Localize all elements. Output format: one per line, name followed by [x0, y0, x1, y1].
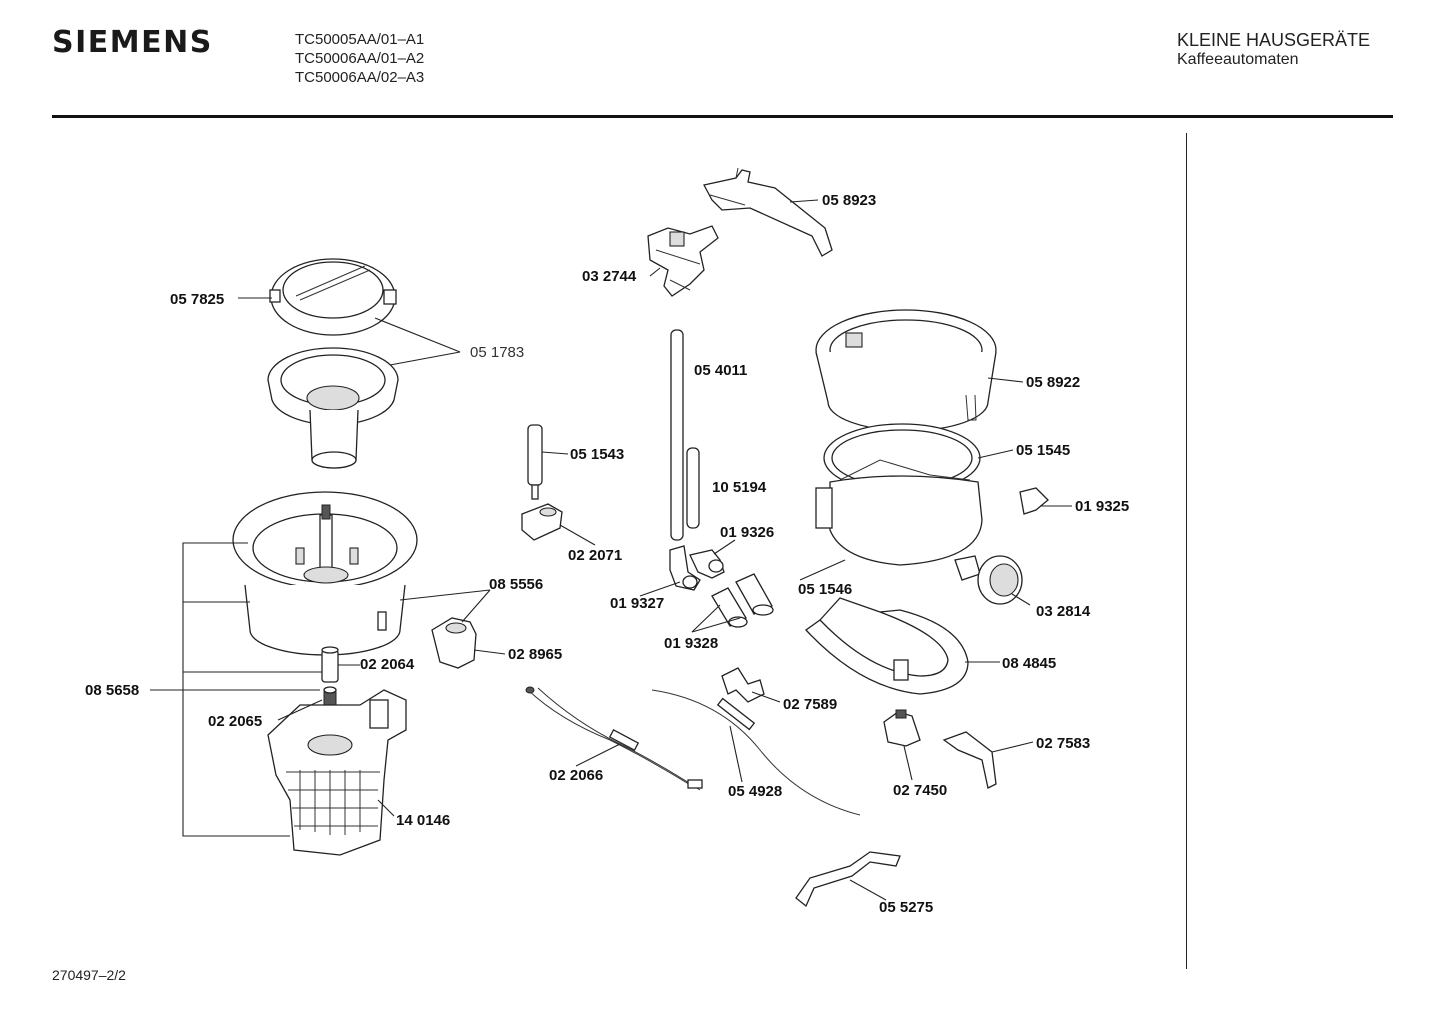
part-labels: 05 8923 03 2744 05 7825 05 1783 05 4011 … — [85, 192, 1129, 916]
part-drawing-027583 — [942, 731, 997, 789]
part-drawing-032814 — [977, 555, 1023, 605]
part-drawing-028965 — [431, 617, 477, 669]
part-label: 02 2065 — [208, 713, 262, 730]
part-drawing-058922 — [815, 309, 997, 432]
part-drawing-055275 — [795, 851, 901, 908]
part-label: 02 2064 — [360, 656, 415, 673]
part-drawing-022064 — [321, 646, 339, 683]
part-drawing-054011 — [670, 329, 684, 541]
part-label: 05 5275 — [879, 899, 933, 916]
part-label: 08 5658 — [85, 682, 139, 699]
part-drawing-051543 — [527, 424, 543, 500]
part-label: 02 7450 — [893, 782, 947, 799]
side-divider — [1186, 133, 1187, 969]
part-label: 05 8923 — [822, 192, 876, 209]
part-label: 05 1783 — [470, 344, 524, 361]
part-label: 05 1546 — [798, 581, 852, 598]
part-drawing-105194 — [686, 447, 700, 529]
model-number: TC50006AA/02–A3 — [295, 69, 425, 86]
part-label: 05 1543 — [570, 446, 624, 463]
part-drawing-051783 — [267, 347, 399, 469]
part-drawing-basin — [232, 491, 418, 656]
part-label: 05 4011 — [694, 362, 747, 379]
part-label: 01 9325 — [1075, 498, 1129, 515]
part-drawing-019327 — [669, 545, 701, 591]
model-list: TC50005AA/01–A1 TC50006AA/01–A2 TC50006A… — [295, 30, 424, 87]
model-number: TC50006AA/01–A2 — [295, 50, 425, 67]
part-label: 05 8922 — [1026, 374, 1080, 391]
brand-logo: SIEMENS — [52, 25, 213, 60]
part-label: 05 4928 — [728, 783, 782, 800]
part-label: 02 7583 — [1036, 735, 1090, 752]
category-title: KLEINE HAUSGERÄTE — [1177, 30, 1371, 50]
part-label: 08 5556 — [489, 576, 543, 593]
part-label: 14 0146 — [396, 812, 450, 829]
part-drawing-051546 — [815, 459, 983, 581]
document-reference: 270497–2/2 — [52, 967, 126, 983]
part-label: 05 7825 — [170, 291, 224, 308]
part-label: 02 8965 — [508, 646, 562, 663]
part-label: 10 5194 — [712, 479, 767, 496]
model-number: TC50005AA/01–A1 — [295, 31, 425, 48]
part-drawing-019326 — [689, 549, 725, 579]
part-drawing-019325 — [1019, 487, 1049, 515]
part-label: 05 1545 — [1016, 442, 1070, 459]
part-drawing-027450 — [883, 709, 921, 747]
part-drawing-022065 — [323, 686, 337, 707]
part-label: 01 9326 — [720, 524, 774, 541]
part-drawing-058923 — [703, 167, 833, 257]
part-label: 01 9328 — [664, 635, 718, 652]
part-drawing-084845 — [805, 597, 969, 695]
part-label: 02 7589 — [783, 696, 837, 713]
part-label: 02 2066 — [549, 767, 603, 784]
part-label: 02 2071 — [568, 547, 622, 564]
part-drawing-027589 — [721, 667, 765, 703]
category-subtitle: Kaffeeautomaten — [1177, 51, 1299, 68]
part-label: 03 2744 — [582, 268, 637, 285]
part-drawing-022071 — [521, 503, 563, 541]
part-drawing-019328 — [711, 573, 774, 628]
part-label: 08 4845 — [1002, 655, 1056, 672]
part-label: 01 9327 — [610, 595, 664, 612]
header-divider — [52, 115, 1393, 118]
part-drawing-057825 — [269, 258, 397, 336]
product-category: KLEINE HAUSGERÄTE Kaffeeautomaten — [1177, 30, 1370, 70]
part-drawing-140146 — [267, 689, 407, 856]
part-label: 03 2814 — [1036, 603, 1091, 620]
part-drawing-051545 — [823, 423, 981, 493]
part-drawing-032744 — [647, 225, 719, 297]
part-drawing-054928 — [651, 689, 861, 816]
leader-lines — [150, 199, 1072, 901]
part-drawing-022066 — [525, 686, 703, 791]
